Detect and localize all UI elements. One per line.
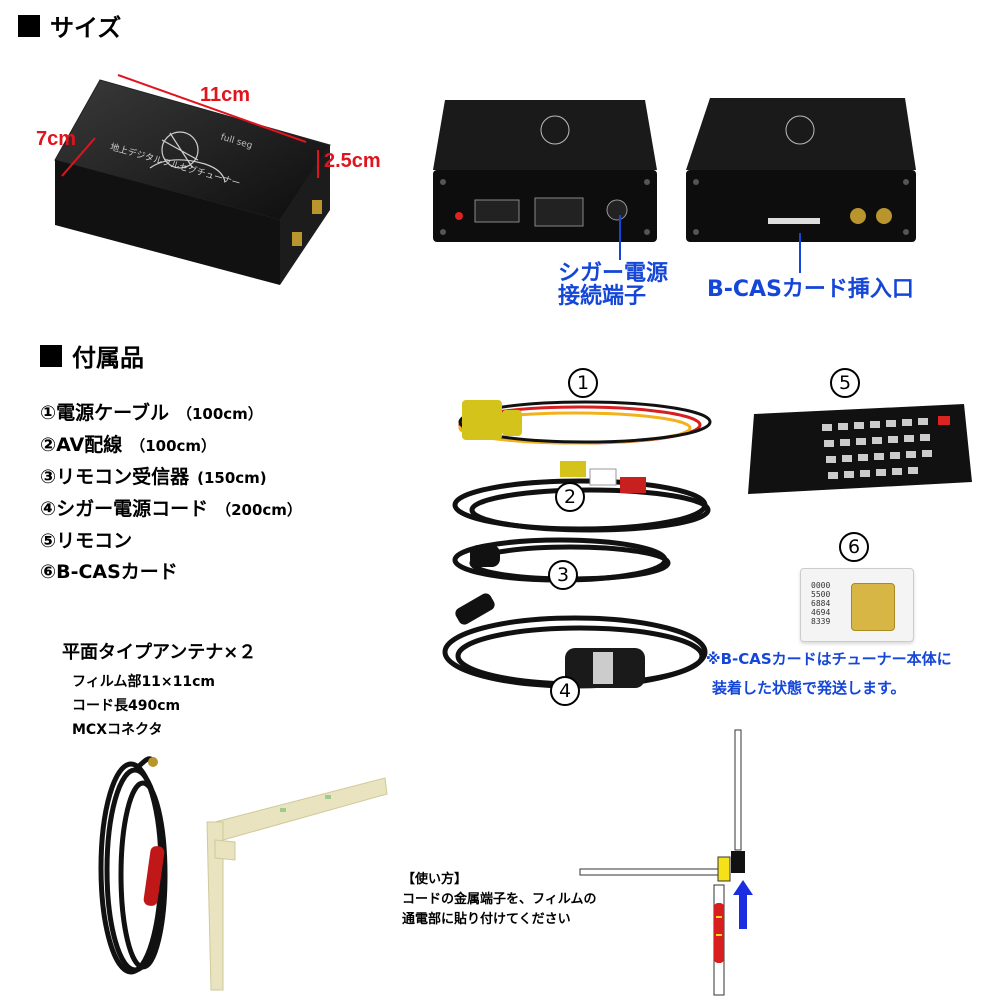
cigar-power-port-label: シガー電源 接続端子 xyxy=(558,262,668,308)
up-arrow-icon xyxy=(733,880,753,929)
dc-jack-icon xyxy=(606,199,628,221)
list-item: ⑤リモコン xyxy=(40,526,302,557)
depth-dimension: 7cm xyxy=(36,128,77,150)
antenna-attach-diagram xyxy=(579,729,753,996)
tuner-emblem-icon xyxy=(149,131,226,183)
usage-instructions: 【使い方】 コードの金属端子を、フィルムの 通電部に貼り付けてください xyxy=(402,870,596,930)
bcas-slot-label: B-CASカード挿入口 xyxy=(707,277,914,302)
width-dimension: 11cm xyxy=(200,84,251,106)
marker-1: 1 xyxy=(568,368,598,398)
accessory-length: (150cm) xyxy=(197,469,267,487)
bcas-card-numbers: 0000 5500 6884 4694 8339 xyxy=(811,581,830,626)
bcas-card-photo: 0000 5500 6884 4694 8339 xyxy=(800,568,914,642)
device-front-view-photo xyxy=(433,100,657,242)
remote-control-photo xyxy=(748,404,972,494)
size-heading-text: サイズ xyxy=(50,14,122,42)
accessory-list: ①電源ケーブル （100cm） ②AV配線 （100cm） ③リモコン受信器 (150… xyxy=(40,398,302,588)
power-led-icon xyxy=(455,212,463,220)
accessory-name: ④シガー電源コード xyxy=(40,498,209,520)
usage-title: 【使い方】 xyxy=(402,872,468,887)
square-bullet-icon xyxy=(18,14,40,37)
bcas-card-number: 5500 xyxy=(811,590,831,599)
accessory-name: ①電源ケーブル xyxy=(40,402,169,424)
bcas-slot-icon xyxy=(768,218,820,224)
height-dimension: 2.5cm xyxy=(324,150,381,172)
accessory-name: ⑤リモコン xyxy=(40,530,133,552)
list-item: ④シガー電源コード （200cm） xyxy=(40,494,302,526)
dimension-lines xyxy=(61,74,319,178)
antenna-title: 平面タイプアンテナ×２ xyxy=(62,642,257,663)
cigar-power-label-line2: 接続端子 xyxy=(558,284,647,310)
antenna-spec: コード長490cm xyxy=(72,698,181,714)
cigar-power-label-line1: シガー電源 xyxy=(558,261,669,286)
ic-chip-icon xyxy=(851,583,895,631)
list-item: ③リモコン受信器 (150cm) xyxy=(40,462,302,494)
device-angled-photo xyxy=(54,79,331,285)
square-bullet-icon xyxy=(40,344,62,367)
antenna-spec-list: フィルム部11×11cm コード長490cm MCXコネクタ xyxy=(72,670,215,742)
marker-3: 3 xyxy=(548,560,578,590)
marker-6: 6 xyxy=(839,532,869,562)
accessory-name: ③リモコン受信器 xyxy=(40,466,190,488)
marker-4: 4 xyxy=(550,676,580,706)
accessory-length: （200cm） xyxy=(216,501,302,519)
device-back-view-photo xyxy=(686,98,916,242)
bcas-card-number: 0000 xyxy=(811,581,831,590)
bcas-note-line2: 装着した状態で発送します。 xyxy=(712,679,906,697)
antenna-connector-1-icon xyxy=(850,208,866,224)
antenna-connector-2-icon xyxy=(876,208,892,224)
bcas-note-line1: ※B-CASカードはチューナー本体に xyxy=(706,650,952,668)
power-cable-photo xyxy=(458,400,712,445)
hdmi-port-icon xyxy=(474,199,520,223)
antenna-spec: MCXコネクタ xyxy=(72,722,163,738)
list-item: ⑥B-CASカード xyxy=(40,557,302,588)
bcas-shipping-note: ※B-CASカードはチューナー本体に 装着した状態で発送します。 xyxy=(706,648,952,698)
accessory-name: ②AV配線 xyxy=(40,434,123,456)
accessory-length: （100cm） xyxy=(176,405,263,423)
usage-line: コードの金属端子を、フィルムの xyxy=(402,892,597,907)
accessories-heading-text: 付属品 xyxy=(72,344,144,372)
multi-pin-port-icon xyxy=(534,197,584,227)
av-cable-photo xyxy=(452,461,711,533)
bcas-card-number: 6884 xyxy=(811,599,831,608)
list-item: ①電源ケーブル （100cm） xyxy=(40,398,302,430)
antenna-cable-photo xyxy=(98,756,388,991)
size-heading: サイズ xyxy=(18,8,121,43)
usage-line: 通電部に貼り付けてください xyxy=(402,912,571,927)
bcas-card-number: 4694 xyxy=(811,608,831,617)
accessories-heading: 付属品 xyxy=(40,338,144,373)
antenna-spec: フィルム部11×11cm xyxy=(72,674,216,690)
list-item: ②AV配線 （100cm） xyxy=(40,430,302,462)
accessory-name: ⑥B-CASカード xyxy=(40,561,178,583)
marker-5: 5 xyxy=(830,368,860,398)
marker-2: 2 xyxy=(555,482,585,512)
port-pointer-lines xyxy=(619,215,801,273)
accessory-length: （100cm） xyxy=(130,437,217,455)
bcas-card-number: 8339 xyxy=(811,617,831,626)
